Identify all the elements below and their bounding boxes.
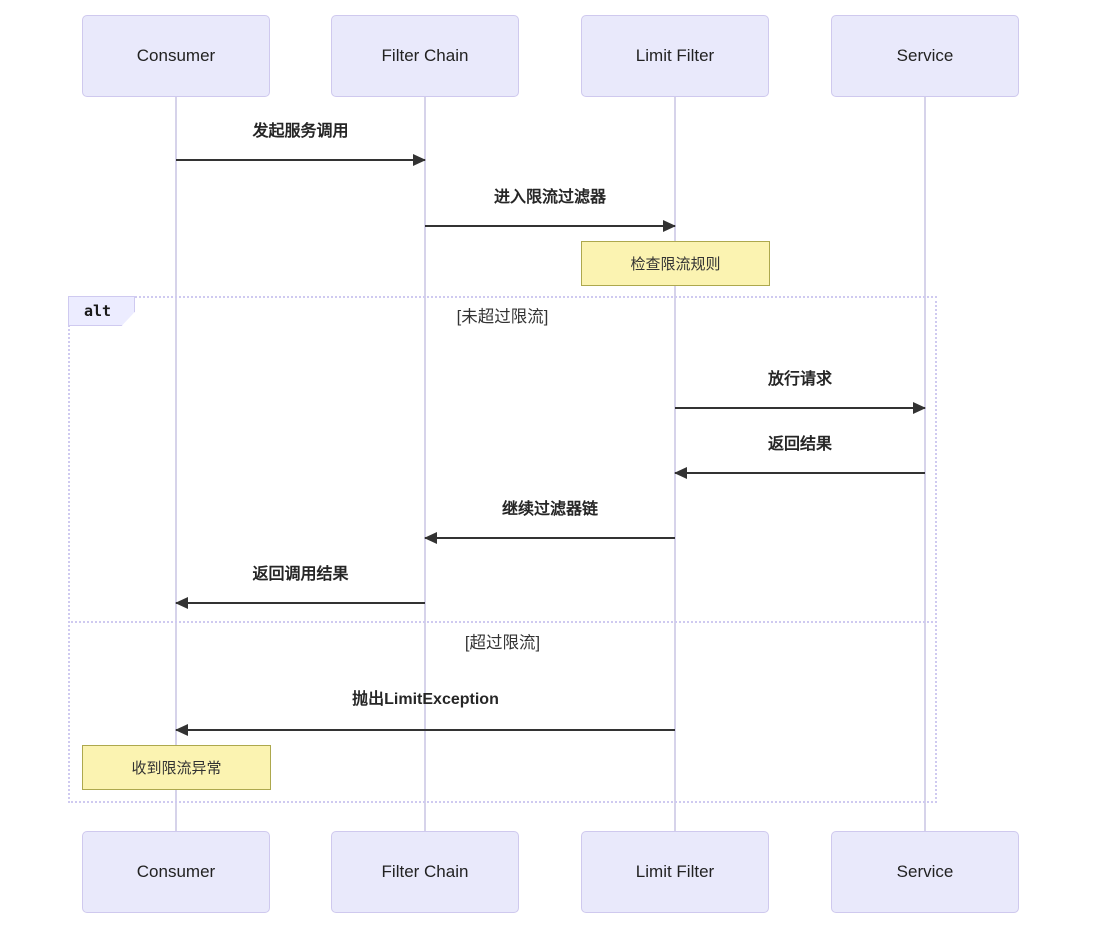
note-receive-limit-exception: 收到限流异常 [82, 745, 271, 790]
alt-condition-2: [超过限流] [464, 634, 541, 652]
lifeline-service [924, 97, 926, 831]
alt-fragment-frame [68, 296, 937, 803]
participant-consumer-top: Consumer [82, 15, 270, 97]
lifeline-consumer [175, 97, 177, 831]
alt-fragment-label: alt [68, 296, 135, 326]
alt-else-divider [68, 621, 937, 623]
message-label-4: 返回结果 [767, 436, 832, 453]
participant-consumer-bottom: Consumer [82, 831, 270, 913]
message-arrow-4 [674, 467, 925, 479]
message-arrow-3 [675, 402, 926, 414]
message-label-7: 抛出LimitException [352, 691, 499, 708]
message-label-6: 返回调用结果 [252, 566, 349, 583]
participant-limit-filter-bottom: Limit Filter [581, 831, 769, 913]
message-arrow-5 [424, 532, 675, 544]
message-label-5: 继续过滤器链 [501, 501, 598, 518]
message-arrow-1 [176, 154, 426, 166]
participant-limit-filter-top: Limit Filter [581, 15, 769, 97]
lifeline-filter-chain [424, 97, 426, 831]
message-arrow-2 [425, 220, 676, 232]
note-check-limit-rule: 检查限流规则 [581, 241, 770, 286]
participant-service-bottom: Service [831, 831, 1019, 913]
participant-filter-chain-bottom: Filter Chain [331, 831, 519, 913]
message-label-3: 放行请求 [767, 371, 832, 388]
participant-filter-chain-top: Filter Chain [331, 15, 519, 97]
message-arrow-6 [175, 597, 425, 609]
message-label-1: 发起服务调用 [252, 123, 349, 140]
alt-condition-1: [未超过限流] [456, 308, 549, 326]
message-label-2: 进入限流过滤器 [493, 189, 606, 206]
message-arrow-7 [175, 724, 675, 736]
lifeline-limit-filter [674, 97, 676, 831]
participant-service-top: Service [831, 15, 1019, 97]
